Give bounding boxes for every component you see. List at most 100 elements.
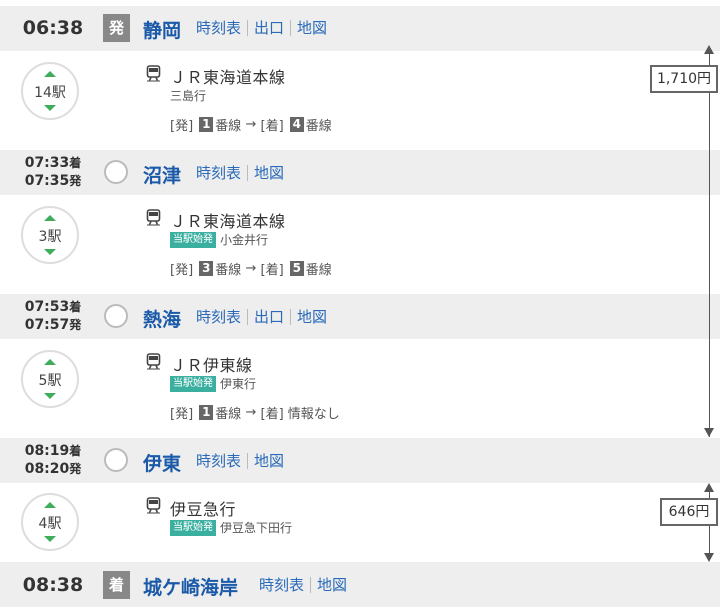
dep-label: [発] <box>170 119 194 134</box>
train-icon <box>146 65 161 82</box>
arrow-up-icon <box>44 359 56 365</box>
arrival-suffix: 着 <box>69 156 82 170</box>
train-icon <box>146 497 161 514</box>
fare-range-line-1 <box>709 53 710 437</box>
arrival-time: 08:19 <box>24 443 70 459</box>
timetable-link[interactable]: 時刻表 <box>196 164 242 182</box>
station-circle <box>104 304 128 328</box>
line-name: ＪＲ東海道本線 <box>170 212 286 231</box>
destination: 当駅始発 伊豆急下田行 <box>170 519 292 536</box>
timetable-link[interactable]: 時刻表 <box>196 308 242 326</box>
fare-box: 646円 <box>660 498 718 526</box>
line-name: 伊豆急行 <box>170 500 237 519</box>
arrow-down-icon <box>44 393 56 399</box>
arr-label: [着] <box>260 263 284 278</box>
departure-time: 06:38 <box>22 17 84 39</box>
map-link[interactable]: 地図 <box>247 165 290 181</box>
arr-platform-number: 4 <box>289 117 304 132</box>
arrow-up-icon <box>704 483 714 492</box>
arrival-tag: 着 <box>103 571 130 599</box>
stop-count[interactable]: 3駅 <box>21 206 79 264</box>
arrow-up-icon <box>44 215 56 221</box>
stop-count-label: 5駅 <box>38 373 62 389</box>
arrow-up-icon <box>44 502 56 508</box>
arrow-up-icon <box>704 45 714 54</box>
dep-platform-number: 1 <box>199 117 214 132</box>
station-links: 時刻表 出口 地図 <box>196 20 333 36</box>
destination-label: 小金井行 <box>220 233 269 247</box>
departure-time: 07:57 <box>24 317 70 333</box>
stop-count-label: 14駅 <box>34 85 66 101</box>
station-name[interactable]: 伊東 <box>143 453 182 475</box>
map-link[interactable]: 地図 <box>310 577 353 593</box>
departure-tag: 発 <box>103 14 130 42</box>
arr-dep-times: 07:33着 07:35発 <box>0 154 106 190</box>
station-links: 時刻表 地図 <box>259 577 353 593</box>
arrow-down-icon <box>704 428 714 437</box>
arrow-down-icon <box>44 536 56 542</box>
arrival-time: 08:38 <box>22 574 84 596</box>
dep-label: [発] <box>170 263 194 278</box>
dep-platform-suffix: 番線 <box>215 407 242 422</box>
departure-suffix: 発 <box>69 462 82 476</box>
arrow: → <box>245 405 257 420</box>
dep-platform-number: 3 <box>199 261 214 276</box>
station-links: 時刻表 地図 <box>196 453 290 469</box>
arrow: → <box>245 117 257 132</box>
station-name[interactable]: 城ケ崎海岸 <box>143 577 239 599</box>
station-name[interactable]: 静岡 <box>143 20 182 42</box>
station-name[interactable]: 熱海 <box>143 309 182 331</box>
departure-time: 08:20 <box>24 461 70 477</box>
station-links: 時刻表 地図 <box>196 165 290 181</box>
origin-badge: 当駅始発 <box>170 231 216 248</box>
arrow-up-icon <box>44 71 56 77</box>
dep-label: [発] <box>170 407 194 422</box>
fare-box: 1,710円 <box>650 65 718 93</box>
destination-label: 伊豆急下田行 <box>220 521 293 535</box>
arr-dep-times: 08:19着 08:20発 <box>0 442 106 478</box>
arr-label: [着] <box>260 119 284 134</box>
arr-label: [着] <box>260 407 284 422</box>
departure-time: 07:35 <box>24 173 70 189</box>
stop-count[interactable]: 14駅 <box>21 62 79 120</box>
timetable-link[interactable]: 時刻表 <box>259 576 305 594</box>
arr-platform-number: 5 <box>289 261 304 276</box>
line-name: ＪＲ東海道本線 <box>170 68 286 87</box>
arr-platform-suffix: 番線 <box>305 119 332 134</box>
dep-platform-suffix: 番線 <box>215 119 242 134</box>
station-row-shizuoka: 06:38 発 静岡 時刻表 出口 地図 <box>0 6 720 51</box>
exit-link[interactable]: 出口 <box>247 20 290 36</box>
arrival-suffix: 着 <box>69 444 82 458</box>
station-name[interactable]: 沼津 <box>143 165 182 187</box>
stop-count[interactable]: 4駅 <box>21 493 79 551</box>
destination: 三島行 <box>170 87 206 104</box>
segment-4: 4駅 伊豆急行 当駅始発 伊豆急下田行 <box>0 483 720 562</box>
timetable-link[interactable]: 時刻表 <box>196 19 242 37</box>
departure-suffix: 発 <box>69 174 82 188</box>
arrow-down-icon <box>44 249 56 255</box>
map-link[interactable]: 地図 <box>290 309 333 325</box>
map-link[interactable]: 地図 <box>290 20 333 36</box>
arrival-time: 07:53 <box>24 299 70 315</box>
arr-platform-suffix: 番線 <box>305 263 332 278</box>
arrow-down-icon <box>704 553 714 562</box>
destination-label: 伊東行 <box>220 377 257 391</box>
map-link[interactable]: 地図 <box>247 453 290 469</box>
arr-platform-unknown: 情報なし <box>287 407 340 422</box>
station-row-jogasaki-kaigan: 08:38 着 城ケ崎海岸 時刻表 地図 <box>0 562 720 607</box>
origin-badge: 当駅始発 <box>170 375 216 392</box>
train-icon <box>146 353 161 370</box>
station-row-numazu: 07:33着 07:35発 沼津 時刻表 地図 <box>0 150 720 195</box>
arrow-down-icon <box>44 105 56 111</box>
timetable-link[interactable]: 時刻表 <box>196 452 242 470</box>
dep-platform-number: 1 <box>199 405 214 420</box>
arrow: → <box>245 261 257 276</box>
exit-link[interactable]: 出口 <box>247 309 290 325</box>
stop-count[interactable]: 5駅 <box>21 350 79 408</box>
